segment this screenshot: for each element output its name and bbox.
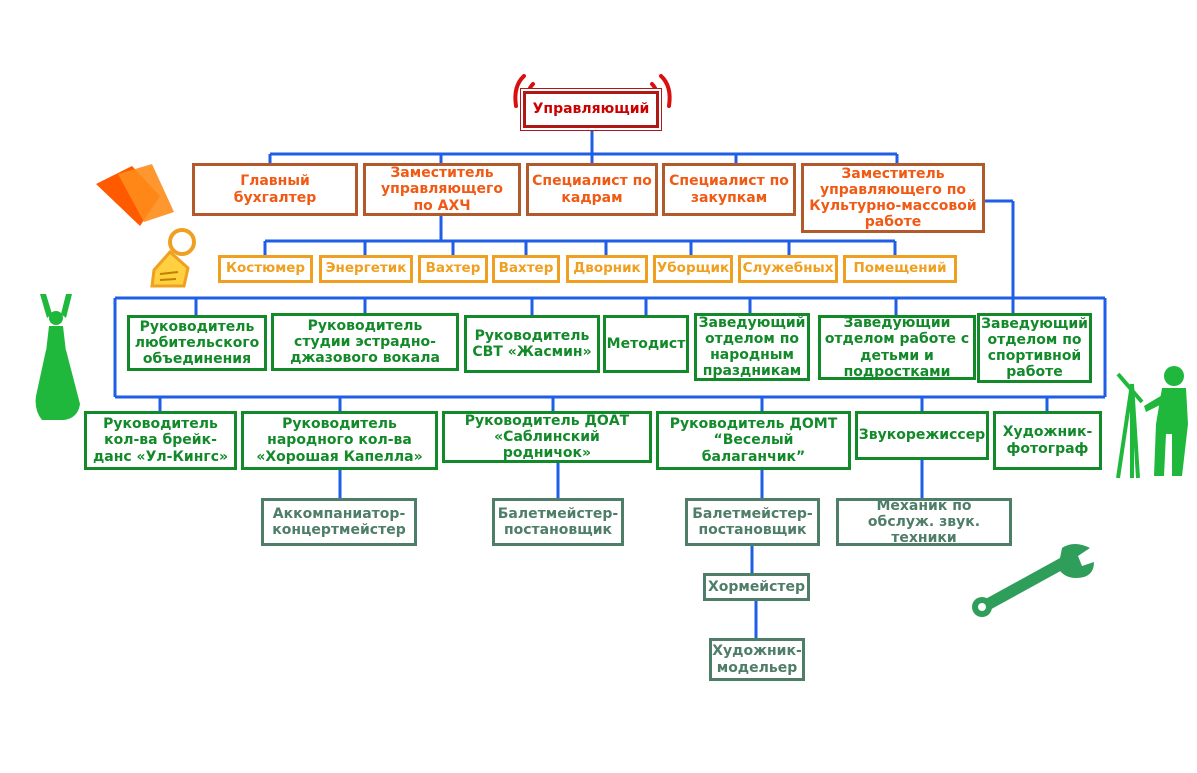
culture-staff-box: Руководитель любительского объединения bbox=[127, 315, 267, 371]
manager-box: Управляющий bbox=[523, 91, 659, 128]
collective-leader-box: Руководитель ДОАТ «Саблинский родничок» bbox=[442, 411, 652, 463]
assistant-box: Художник-модельер bbox=[709, 638, 805, 681]
service-staff-box: Вахтер bbox=[492, 255, 560, 283]
culture-staff-box: Заведующий отделом по спортивной работе bbox=[977, 313, 1092, 383]
collective-leader-box: Руководитель народного кол-ва «Хорошая К… bbox=[241, 411, 438, 470]
collective-leader-box: Руководитель кол-ва брейк-данс «Ул-Кингс… bbox=[84, 411, 237, 470]
service-staff-box: Дворник bbox=[566, 255, 648, 283]
culture-staff-box: Заведующий отделом работе с детьми и под… bbox=[818, 315, 976, 380]
hr-specialist-box: Специалист по кадрам bbox=[526, 163, 658, 216]
assistant-box: Хормейстер bbox=[703, 573, 810, 601]
assistant-box: Механик по обслуж. звук. техники bbox=[836, 498, 1012, 546]
procurement-specialist-box: Специалист по закупкам bbox=[662, 163, 796, 216]
culture-staff-box: Руководитель студии эстрадно-джазового в… bbox=[271, 313, 459, 371]
collective-leader-box: Руководитель ДОМТ “Веселый балаганчик” bbox=[656, 411, 851, 470]
chief-accountant-box: Главный бухгалтер bbox=[192, 163, 358, 216]
culture-staff-box: Методист bbox=[603, 315, 689, 373]
price-tag-icon bbox=[150, 228, 196, 288]
assistant-box: Балетмейстер-постановщик bbox=[685, 498, 820, 546]
service-staff-box: Энергетик bbox=[319, 255, 413, 283]
culture-staff-box: Руководитель СВТ «Жасмин» bbox=[464, 315, 600, 373]
collective-leader-box: Звукорежиссер bbox=[855, 411, 989, 460]
paper-sheets-icon bbox=[96, 164, 174, 226]
deputy-ahch-box: Заместитель управляющего по АХЧ bbox=[363, 163, 521, 216]
collective-leader-box: Художник-фотограф bbox=[993, 411, 1102, 470]
wrench-icon bbox=[972, 544, 1094, 617]
deputy-culture-box: Заместитель управляющего по Культурно-ма… bbox=[801, 163, 985, 233]
dancer-icon bbox=[35, 294, 80, 420]
service-staff-box: Помещений bbox=[843, 255, 957, 283]
culture-staff-box: Заведующий отделом по народным праздника… bbox=[694, 313, 810, 381]
service-staff-box: Служебных bbox=[738, 255, 838, 283]
painter-icon bbox=[1116, 366, 1188, 479]
service-staff-box: Вахтер bbox=[418, 255, 488, 283]
assistant-box: Аккомпаниатор-концертмейстер bbox=[261, 498, 417, 546]
assistant-box: Балетмейстер-постановщик bbox=[492, 498, 624, 546]
service-staff-box: Уборщик bbox=[653, 255, 733, 283]
service-staff-box: Костюмер bbox=[218, 255, 313, 283]
